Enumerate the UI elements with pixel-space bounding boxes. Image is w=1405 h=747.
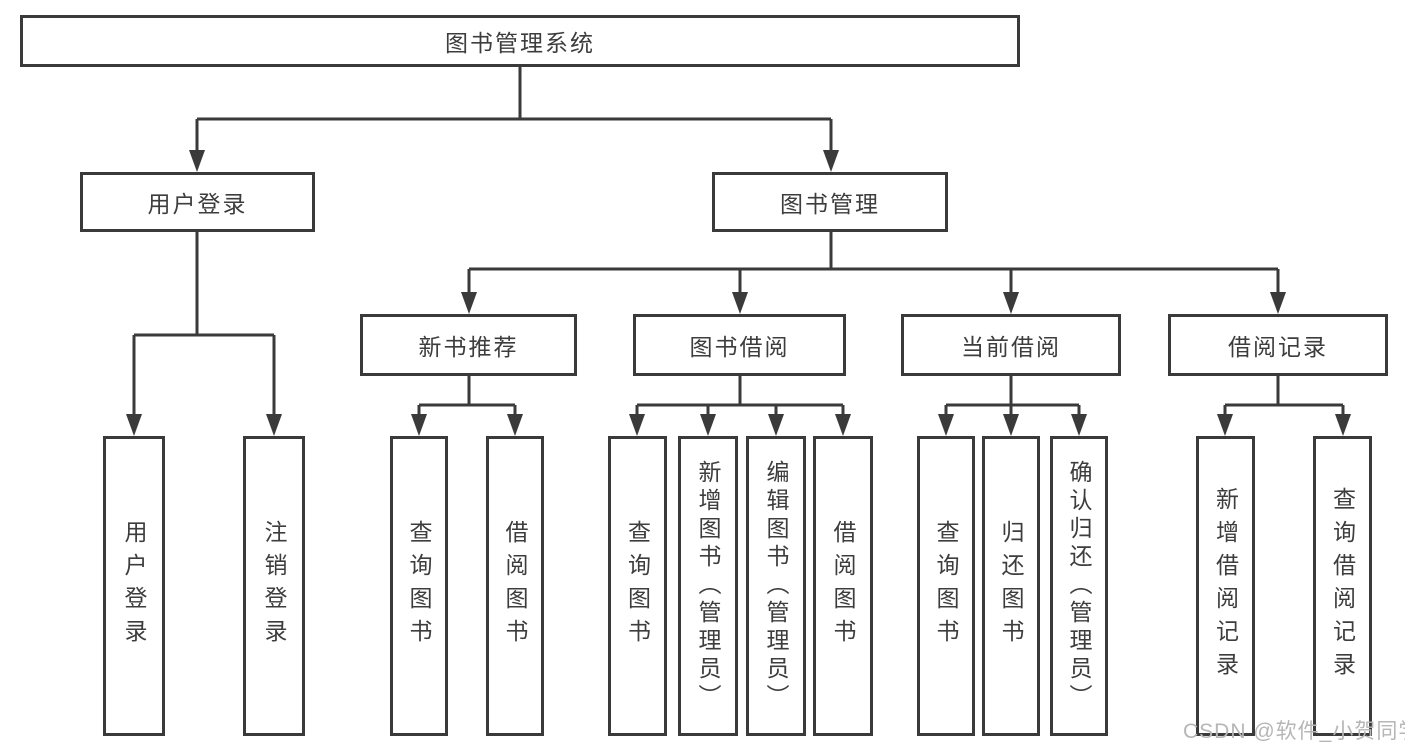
node-current-borrow: 当前借阅 (901, 314, 1121, 376)
node-user-login: 用户登录 (80, 172, 315, 232)
node-book-management: 图书管理 (712, 172, 948, 232)
arrowheads (126, 150, 1351, 436)
leaf-newbook-query-books: 查询图书 (390, 436, 448, 736)
leaf-records-query-record: 查询借阅记录 (1313, 436, 1372, 736)
leaf-newbook-borrow-books: 借阅图书 (486, 436, 544, 736)
node-borrow-records: 借阅记录 (1168, 314, 1388, 376)
node-new-book-recommend: 新书推荐 (360, 314, 577, 376)
leaf-current-return-books: 归还图书 (982, 436, 1040, 736)
leaf-user-login: 用户登录 (103, 436, 165, 736)
leaf-borrow-borrow-books: 借阅图书 (813, 436, 873, 736)
leaf-borrow-edit-books-admin: 编辑图书（管理员） (746, 436, 806, 736)
leaf-logout: 注销登录 (243, 436, 305, 736)
leaf-borrow-add-books-admin: 新增图书（管理员） (678, 436, 738, 736)
leaf-records-add-record: 新增借阅记录 (1196, 436, 1255, 736)
leaf-current-query-books: 查询图书 (917, 436, 975, 736)
node-book-borrow: 图书借阅 (633, 314, 846, 376)
csdn-watermark: CSDN @软件_小贺同学 (1183, 720, 1405, 743)
leaf-borrow-query-books: 查询图书 (608, 436, 667, 736)
leaf-current-confirm-return-admin: 确认归还（管理员） (1050, 436, 1108, 736)
node-root-system: 图书管理系统 (20, 15, 1020, 67)
